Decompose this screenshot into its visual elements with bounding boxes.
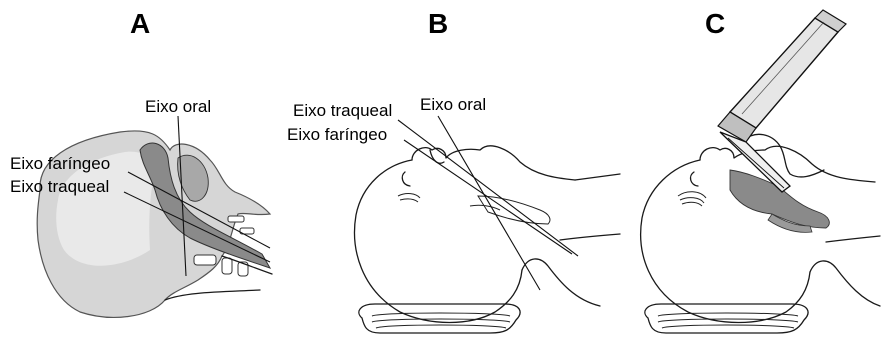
label-oral-axis: Eixo oral [145, 97, 211, 116]
label-tracheal-axis: Eixo traqueal [10, 177, 109, 196]
laryngoscope-icon [718, 10, 846, 192]
vertebra [222, 258, 232, 274]
panel-c: C [641, 8, 880, 333]
panel-letter-c: C [705, 8, 725, 39]
head-outline [355, 160, 522, 323]
panel-b: B Eixo tr [287, 8, 620, 333]
panel-a: A Eixo oral Eixo faríngeo Eixo traqueal [10, 8, 272, 317]
panel-letter-a: A [130, 8, 150, 39]
label-oral-axis: Eixo oral [420, 95, 486, 114]
laryngoscope-handle [730, 18, 838, 128]
tracheal-axis-line [398, 120, 578, 256]
label-pharyngeal-axis: Eixo faríngeo [287, 125, 387, 144]
head-pillow [359, 304, 520, 333]
vertebra [194, 255, 216, 265]
head-outline-drawing [355, 146, 620, 333]
label-pharyngeal-axis: Eixo faríngeo [10, 154, 110, 173]
oral-axis-line [438, 116, 540, 290]
pharyngeal-axis-line [404, 140, 572, 254]
panel-letter-b: B [428, 8, 448, 39]
head-pillow [645, 304, 808, 333]
label-tracheal-axis: Eixo traqueal [293, 101, 392, 120]
